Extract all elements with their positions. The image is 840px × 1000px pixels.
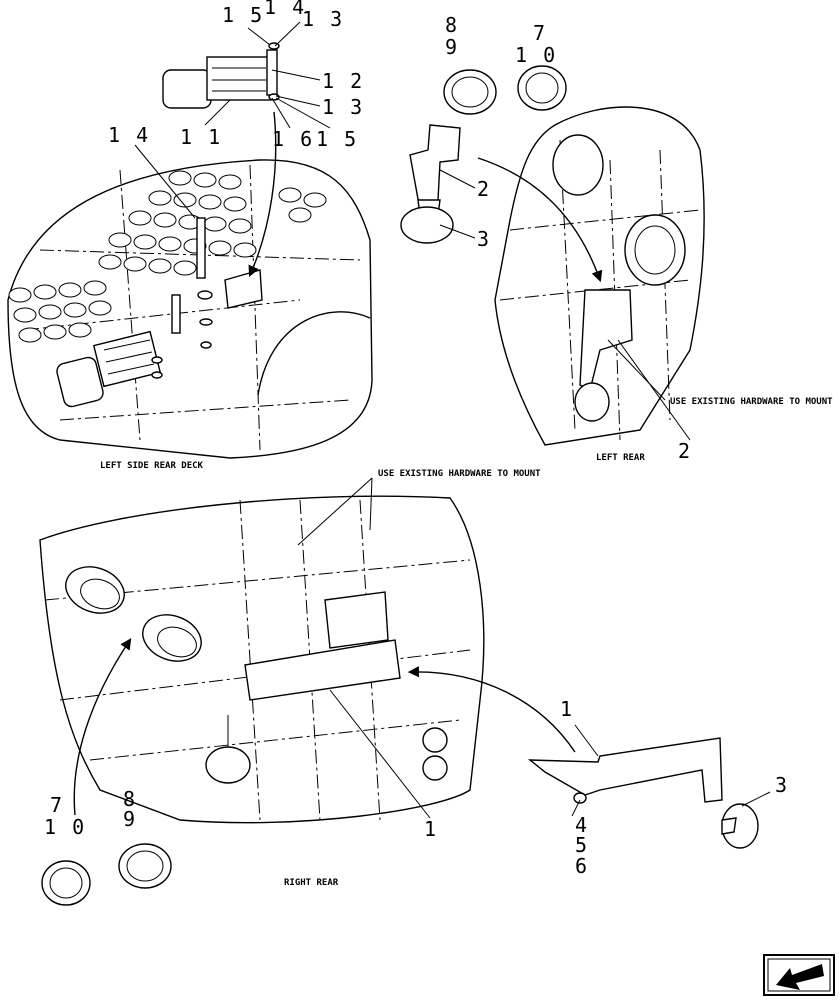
right-rear-tail-lights	[65, 566, 202, 662]
callout-16: 1 6	[272, 127, 314, 151]
view-captions: LEFT SIDE REAR DECK LEFT REAR RIGHT REAR…	[100, 397, 833, 888]
lamp-lens-7-10-bottom	[41, 860, 91, 906]
lamp-lens-8-9	[443, 69, 497, 115]
callout-12: 1 2	[322, 69, 364, 93]
callout-9: 9	[123, 807, 137, 831]
note-use-existing-hardware: USE EXISTING HARDWARE TO MOUNT	[670, 397, 833, 407]
callout-4: 4	[575, 813, 589, 837]
arrow-navigation-icon[interactable]	[763, 954, 835, 996]
callout-9: 9	[445, 35, 459, 59]
callout-15: 1 5	[316, 127, 358, 151]
callout-15: 1 5	[222, 3, 264, 27]
callout-5: 5	[575, 833, 589, 857]
callout-6: 6	[575, 854, 589, 878]
callout-10: 1 0	[44, 815, 86, 839]
callout-13: 1 3	[322, 95, 364, 119]
callout-13: 1 3	[302, 7, 344, 31]
callout-7: 7	[50, 793, 64, 817]
caption-left-side-rear-deck: LEFT SIDE REAR DECK	[100, 461, 204, 471]
right-rear-view	[39, 477, 771, 906]
callout-1: 1	[560, 697, 574, 721]
lamp-lens-8-9-bottom	[118, 843, 172, 889]
callout-8: 8	[123, 787, 137, 811]
callout-labels: 1 5 1 4 1 3 1 2 1 3 1 1 1 6 1 5 1 4 8 9 …	[44, 0, 789, 878]
left-rear-headlamp	[552, 134, 686, 286]
callout-3: 3	[477, 227, 491, 251]
callout-11: 1 1	[180, 125, 222, 149]
deck-mounted-lamp	[56, 330, 162, 408]
callout-10: 1 0	[515, 43, 557, 67]
deck-lens-grid	[8, 170, 327, 343]
note-use-existing-hardware: USE EXISTING HARDWARE TO MOUNT	[378, 469, 541, 479]
caption-left-rear: LEFT REAR	[596, 453, 645, 463]
callout-8: 8	[445, 13, 459, 37]
lamp-lens-7-10	[517, 65, 567, 111]
exploded-bracket-2	[400, 124, 461, 244]
callout-3: 3	[775, 773, 789, 797]
exploded-lamp-assembly	[162, 42, 280, 109]
left-side-rear-deck-view	[7, 21, 373, 459]
callout-2: 2	[477, 177, 491, 201]
callout-7: 7	[533, 21, 547, 45]
callout-14: 1 4	[264, 0, 306, 19]
callout-2: 2	[678, 439, 692, 463]
left-rear-view	[400, 65, 705, 446]
callout-14: 1 4	[108, 123, 150, 147]
deck-bolt	[151, 217, 213, 379]
exploded-bracket-1	[527, 737, 759, 849]
callout-1: 1	[424, 817, 438, 841]
caption-right-rear: RIGHT REAR	[284, 878, 339, 888]
